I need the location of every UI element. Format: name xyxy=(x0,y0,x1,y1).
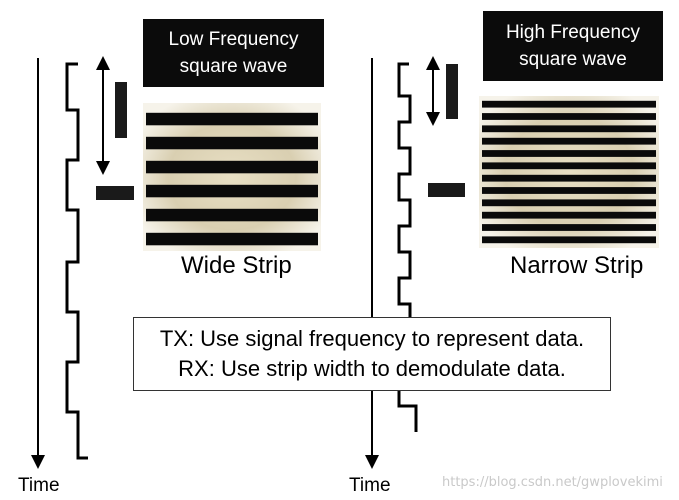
narrow-stripe xyxy=(482,174,656,182)
period-marker-horizontal-left xyxy=(96,186,134,200)
narrow-stripe xyxy=(482,224,656,231)
low-frequency-title-line2: square wave xyxy=(179,56,288,77)
high-frequency-title-line2: square wave xyxy=(519,49,627,70)
wide-stripe xyxy=(146,184,318,198)
narrow-stripe xyxy=(482,187,656,194)
narrow-stripe xyxy=(482,100,656,108)
stripes-right xyxy=(482,100,656,244)
caption-box: TX: Use signal frequency to represent da… xyxy=(133,317,611,391)
narrow-strip-label: Narrow Strip xyxy=(510,252,644,279)
high-frequency-title-line1: High Frequency xyxy=(505,22,641,43)
wide-stripe xyxy=(146,112,318,126)
narrow-stripe xyxy=(482,137,656,145)
caption-line-rx: RX: Use strip width to demodulate data. xyxy=(178,356,566,381)
narrow-strip-image xyxy=(479,96,659,248)
right-panel xyxy=(365,56,659,469)
narrow-stripe xyxy=(482,211,656,219)
period-marker-horizontal-right xyxy=(428,183,465,197)
period-marker-vertical-right xyxy=(446,64,458,119)
wide-stripe xyxy=(146,208,318,222)
narrow-stripe xyxy=(482,199,656,207)
narrow-stripe xyxy=(482,113,656,120)
square-wave-low-frequency xyxy=(65,62,88,460)
narrow-stripe xyxy=(482,150,656,157)
high-frequency-title: High Frequency square wave xyxy=(483,11,663,81)
wide-stripe xyxy=(146,136,318,150)
wide-stripe xyxy=(146,232,318,246)
wide-strip-label: Wide Strip xyxy=(181,252,292,279)
watermark: https://blog.csdn.net/gwplovekimi xyxy=(442,475,663,490)
wide-strip-image xyxy=(143,103,321,251)
low-frequency-title: Low Frequency square wave xyxy=(143,19,324,87)
narrow-stripe xyxy=(482,162,656,170)
narrow-stripe xyxy=(482,236,656,244)
caption-line-tx: TX: Use signal frequency to represent da… xyxy=(159,326,585,351)
left-panel xyxy=(31,56,321,469)
low-frequency-title-line1: Low Frequency xyxy=(168,29,299,50)
stripes-left xyxy=(146,112,318,246)
time-label-right: Time xyxy=(349,475,391,496)
time-label-left: Time xyxy=(18,475,60,496)
narrow-stripe xyxy=(482,125,656,133)
wide-stripe xyxy=(146,160,318,174)
period-marker-vertical-left xyxy=(115,82,127,138)
